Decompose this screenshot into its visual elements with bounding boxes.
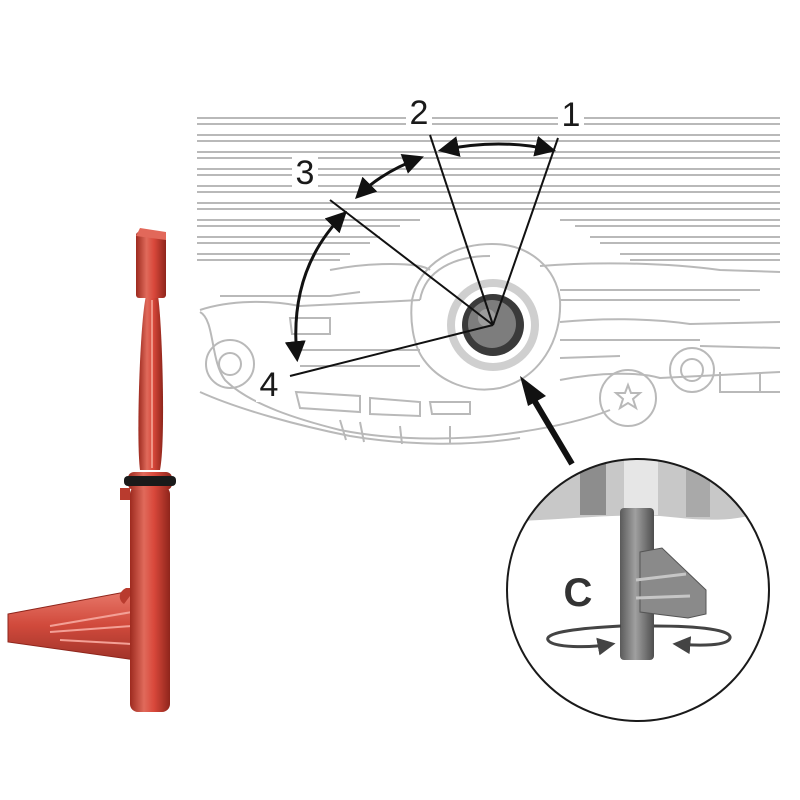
position-lines — [289, 134, 559, 377]
rotation-arcs — [284, 135, 557, 363]
receiver-lower-body — [199, 262, 781, 445]
position-label-3: 3 — [296, 154, 315, 192]
arc-2-3 — [355, 153, 424, 199]
arc-1-2 — [437, 135, 557, 157]
detail-circle: C — [506, 458, 770, 722]
position-line-1 — [492, 137, 559, 326]
position-label-4: 4 — [260, 366, 279, 404]
arc-3-4 — [284, 211, 347, 363]
arrow-up-left-icon — [520, 376, 575, 466]
detail-selector-pin — [620, 508, 654, 660]
position-label-1: 1 — [562, 96, 581, 134]
selector-lever — [7, 589, 137, 661]
selector-tip — [136, 232, 166, 298]
detail-detent — [639, 547, 707, 619]
left-pin — [205, 339, 255, 389]
position-line-3 — [329, 199, 494, 326]
star-screw-icon — [599, 369, 657, 427]
rotate-arrows-icon — [546, 624, 732, 656]
position-labels: 1 2 3 4 — [256, 94, 584, 404]
rotation-label: C — [564, 571, 593, 615]
position-label-2: 2 — [410, 94, 429, 132]
position-line-2 — [429, 134, 494, 326]
right-pin — [669, 347, 715, 393]
red-selector-part — [7, 228, 176, 712]
selector-oring — [124, 476, 176, 486]
selector-shaft — [130, 486, 170, 712]
position-line-4 — [289, 324, 494, 377]
receiver-ribs — [197, 117, 780, 261]
